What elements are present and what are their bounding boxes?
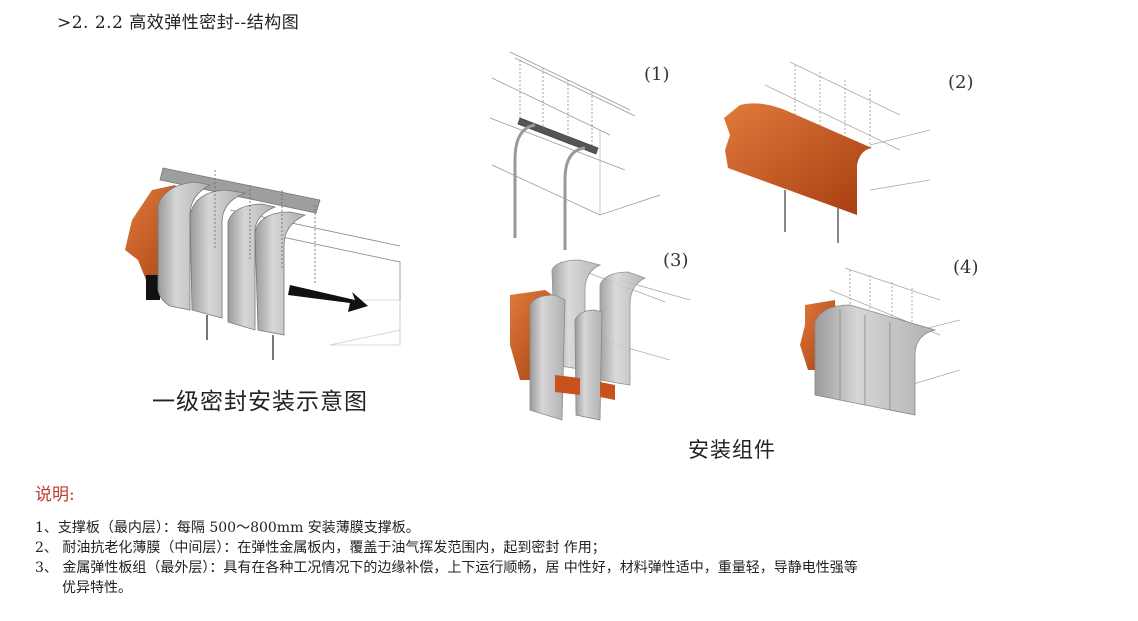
- install-kit-caption: 安装组件: [688, 438, 776, 462]
- main-figure: [125, 167, 401, 360]
- notes-heading: 说明:: [35, 485, 75, 505]
- panel-2-figure: [724, 61, 931, 243]
- note-item-1: 1、支撑板（最内层）：每隔 500～800mm 安装薄膜支撑板。: [35, 520, 420, 536]
- panel-1-figure: [489, 51, 661, 250]
- note-item-3: 3、 金属弹性板组（最外层）：具有在各种工况情况下的边缘补偿，上下运行顺畅，居 …: [35, 560, 858, 576]
- section-title: >2. 2.2 高效弹性密封--结构图: [57, 13, 300, 33]
- panel-4-figure: [800, 267, 961, 416]
- panel-label-3: (3): [663, 250, 689, 271]
- panel-label-4: (4): [953, 257, 979, 278]
- panel-label-1: (1): [644, 64, 670, 85]
- main-figure-caption: 一级密封安装示意图: [152, 389, 368, 415]
- panel-3-figure: [510, 259, 691, 421]
- note-item-3-continued: 优异特性。: [62, 580, 132, 596]
- note-item-2: 2、 耐油抗老化薄膜（中间层）：在弹性金属板内，覆盖于油气挥发范围内，起到密封 …: [35, 540, 606, 556]
- panel-label-2: (2): [948, 72, 974, 93]
